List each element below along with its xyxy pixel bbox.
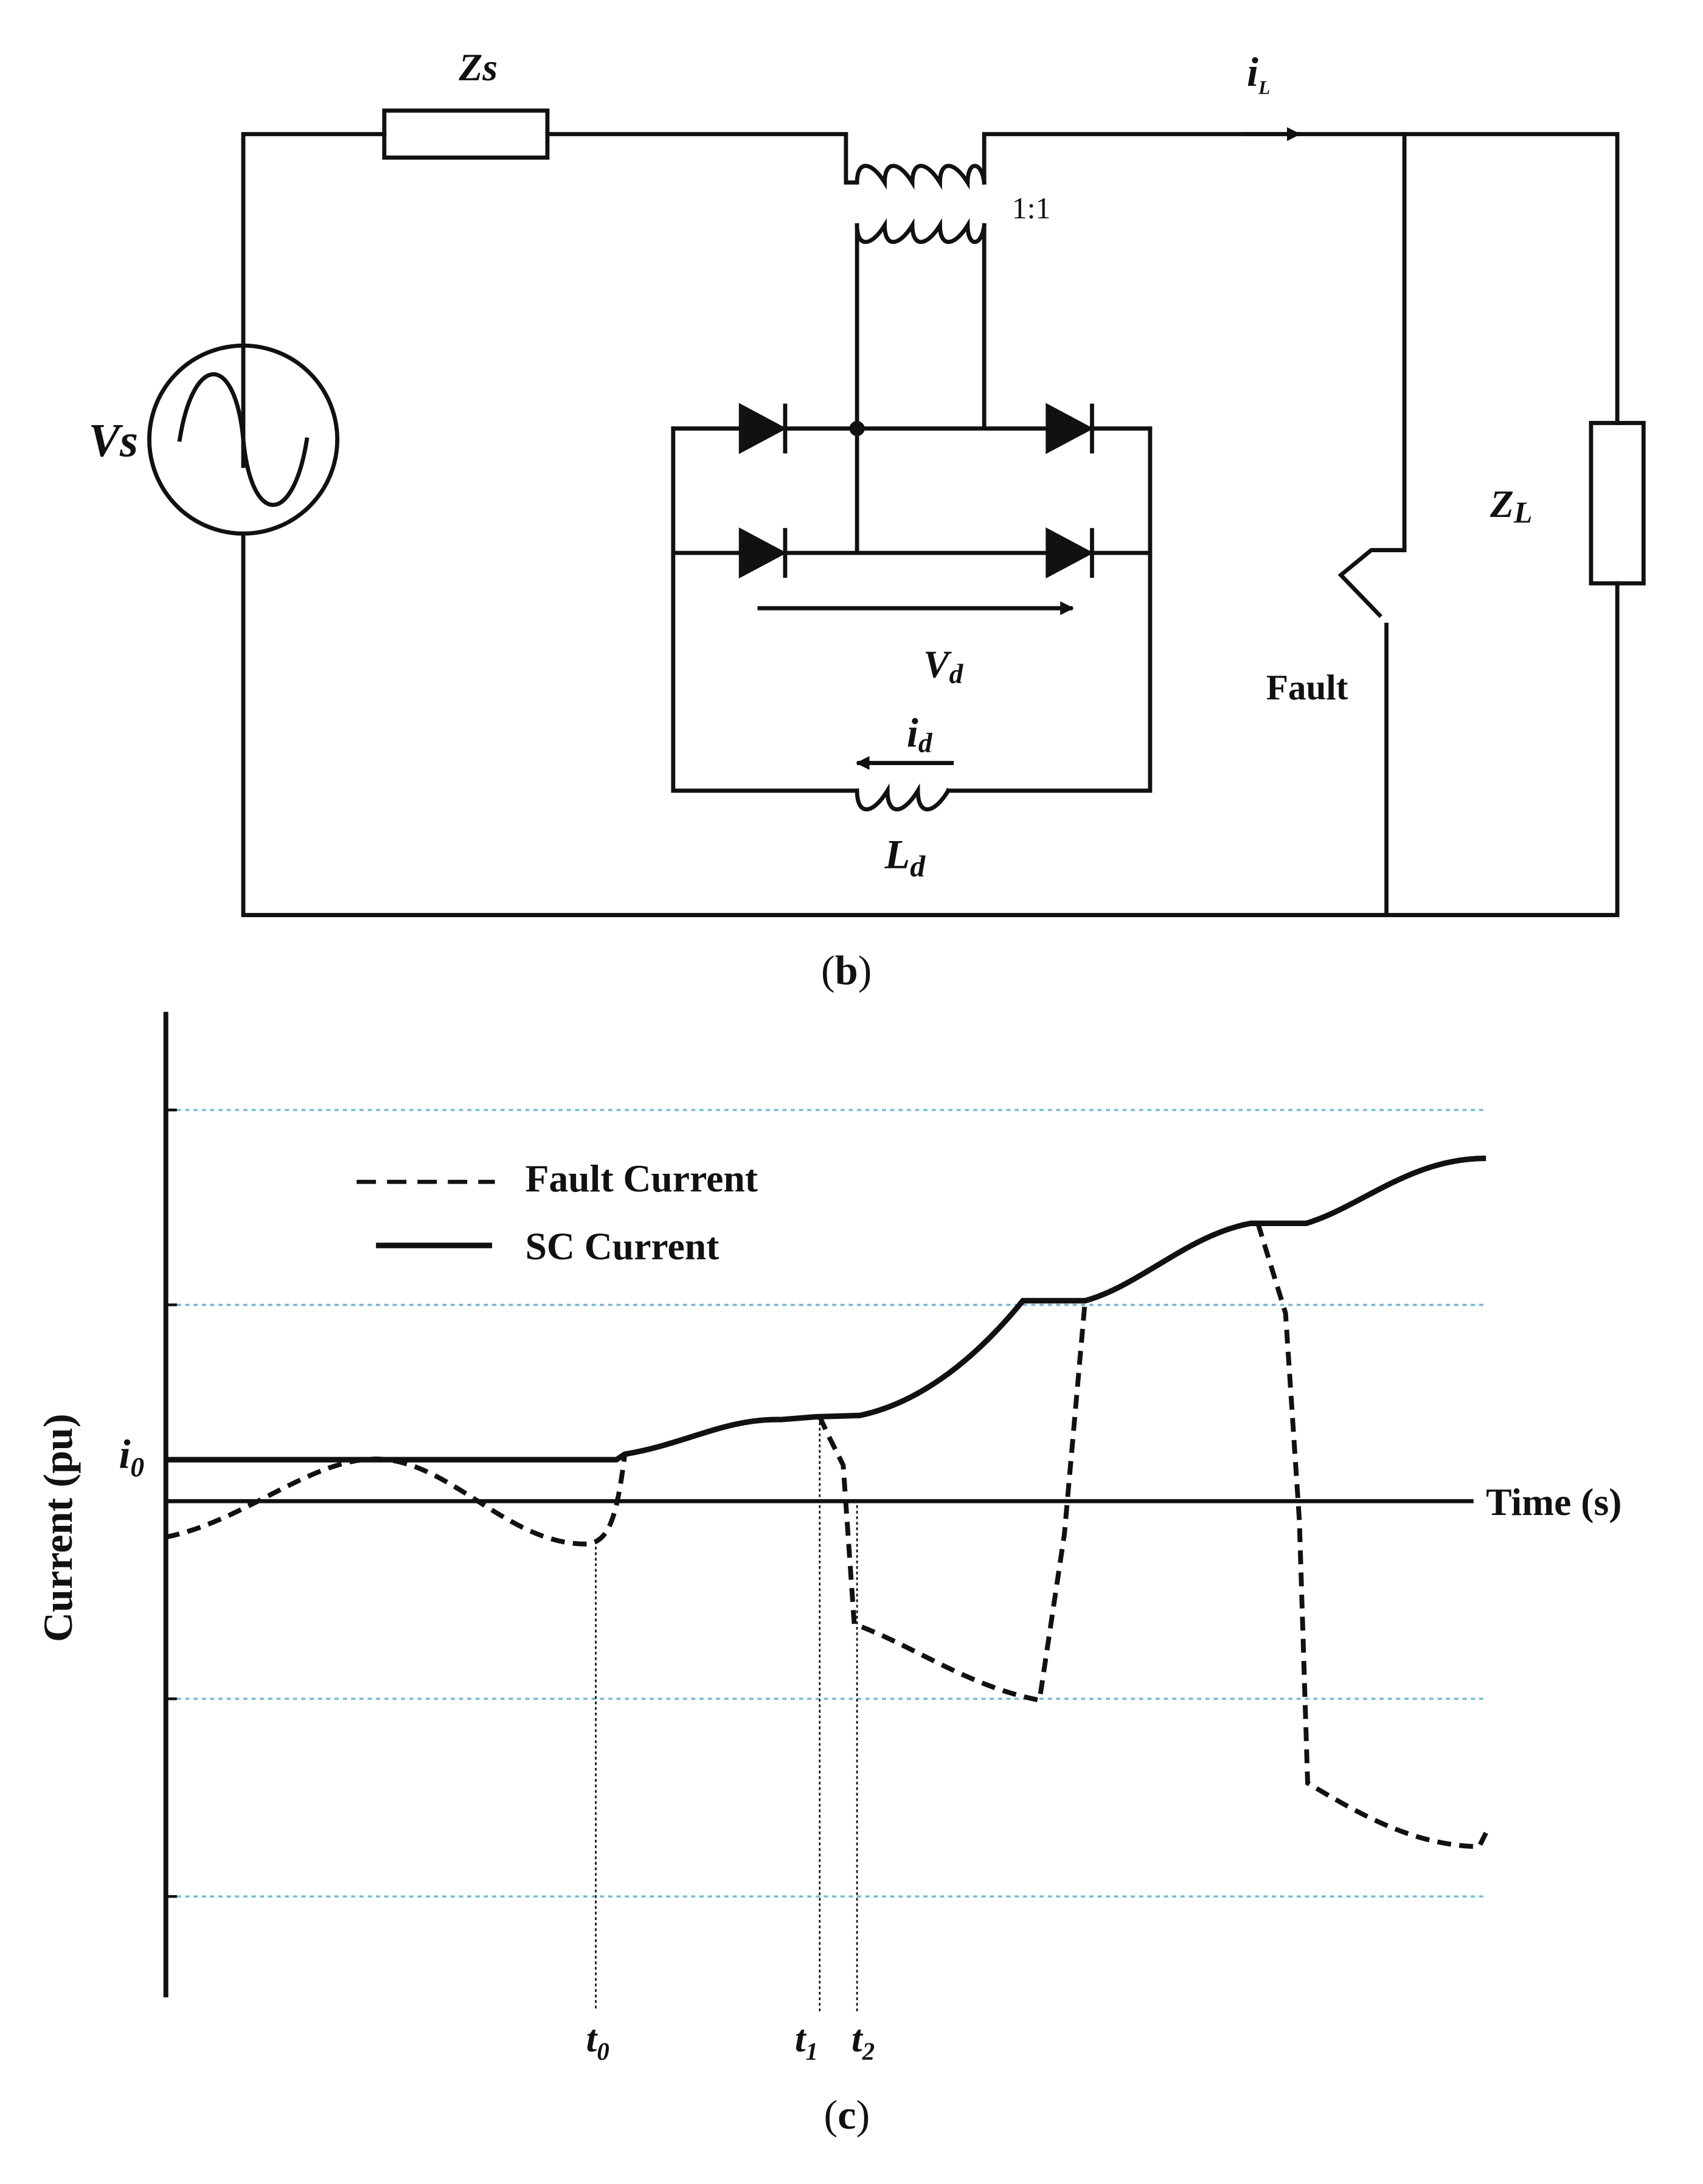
- i0-label: i0: [119, 1431, 144, 1483]
- x-axis-label: Time (s): [1486, 1480, 1621, 1524]
- transformer-secondary-coil: [855, 218, 987, 244]
- transformer-primary-coil: [855, 164, 987, 190]
- circuit-diagram: [147, 108, 1646, 917]
- vs-label: Vs: [88, 414, 138, 466]
- diode-bottom-left: [738, 527, 788, 579]
- il-label: iL: [1247, 49, 1270, 99]
- legend-label-fault-current: Fault Current: [525, 1157, 758, 1200]
- grid-lines: [168, 1109, 1486, 1898]
- y-axis-label: Current (pu): [35, 1413, 81, 1642]
- dc-reactor-ld: [855, 783, 951, 811]
- bridge-left-rail: [671, 426, 859, 793]
- caption-b: (b): [821, 947, 872, 993]
- y-axis-ticks: [165, 1108, 177, 1898]
- diode-bottom-right: [1046, 527, 1094, 579]
- wire-top-right: [982, 132, 1620, 425]
- ac-source-vs: [147, 343, 339, 536]
- diode-top-right: [1046, 403, 1094, 454]
- fault-switch: [1337, 548, 1407, 619]
- legend-label-sc-current: SC Current: [525, 1225, 720, 1268]
- zs-label: Zs: [459, 46, 498, 89]
- diode-top-left: [738, 403, 788, 454]
- chart-legend: Fault Current SC Current: [356, 1157, 758, 1268]
- waveform-chart: [163, 1011, 1488, 2011]
- sc-current-series: [165, 1156, 1486, 1463]
- ld-label: Ld: [884, 831, 926, 883]
- vd-label: Vd: [923, 643, 963, 689]
- sine-wave-icon: [177, 372, 310, 507]
- circuit-arrows: [757, 127, 1301, 770]
- t0-label: t0: [586, 2017, 609, 2065]
- wire-top-left: [241, 132, 387, 468]
- junction-dot: [849, 421, 865, 437]
- time-marker-lines: [595, 1416, 858, 2011]
- t2-label: t2: [852, 2017, 875, 2065]
- diode-bridge: [738, 403, 1094, 579]
- wire-bottom: [241, 531, 1620, 917]
- fault-label: Fault: [1266, 667, 1348, 707]
- wire-top-to-transformer: [545, 132, 859, 185]
- caption-c: (c): [824, 2092, 870, 2138]
- load-impedance-zl: [1589, 421, 1646, 586]
- bridge-right-rail: [946, 426, 1153, 793]
- transformer-ratio-label: 1:1: [1012, 191, 1051, 225]
- zl-label: ZL: [1490, 482, 1532, 529]
- fault-current-series: [165, 1222, 1488, 1849]
- t1-label: t1: [795, 2017, 818, 2065]
- id-label: id: [907, 709, 933, 758]
- source-impedance-zs: [382, 108, 550, 160]
